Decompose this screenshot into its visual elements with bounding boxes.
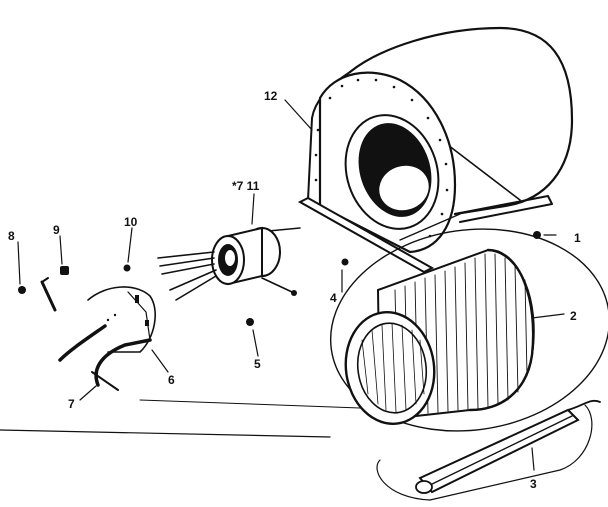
callout-6: 6 xyxy=(168,373,175,387)
callout-3: 3 xyxy=(530,477,537,491)
callout-5: 5 xyxy=(254,357,261,371)
blower-housing xyxy=(297,26,574,274)
callout-4: 4 xyxy=(330,291,337,305)
callout-7: 7 xyxy=(68,397,75,411)
motor-mount xyxy=(376,399,601,501)
blower-motor xyxy=(157,226,301,301)
callout-9: 9 xyxy=(53,223,60,237)
callout-7-11: *7 11 xyxy=(232,179,260,193)
callout-2: 2 xyxy=(570,309,577,323)
leader-lines xyxy=(17,99,565,471)
mounting-hardware xyxy=(18,231,541,391)
callout-1: 1 xyxy=(574,231,581,245)
drawing-lines xyxy=(0,399,361,438)
callout-12: 12 xyxy=(264,89,278,103)
blower-wheel xyxy=(329,228,608,432)
callout-8: 8 xyxy=(8,229,15,243)
callout-10: 10 xyxy=(124,215,138,229)
